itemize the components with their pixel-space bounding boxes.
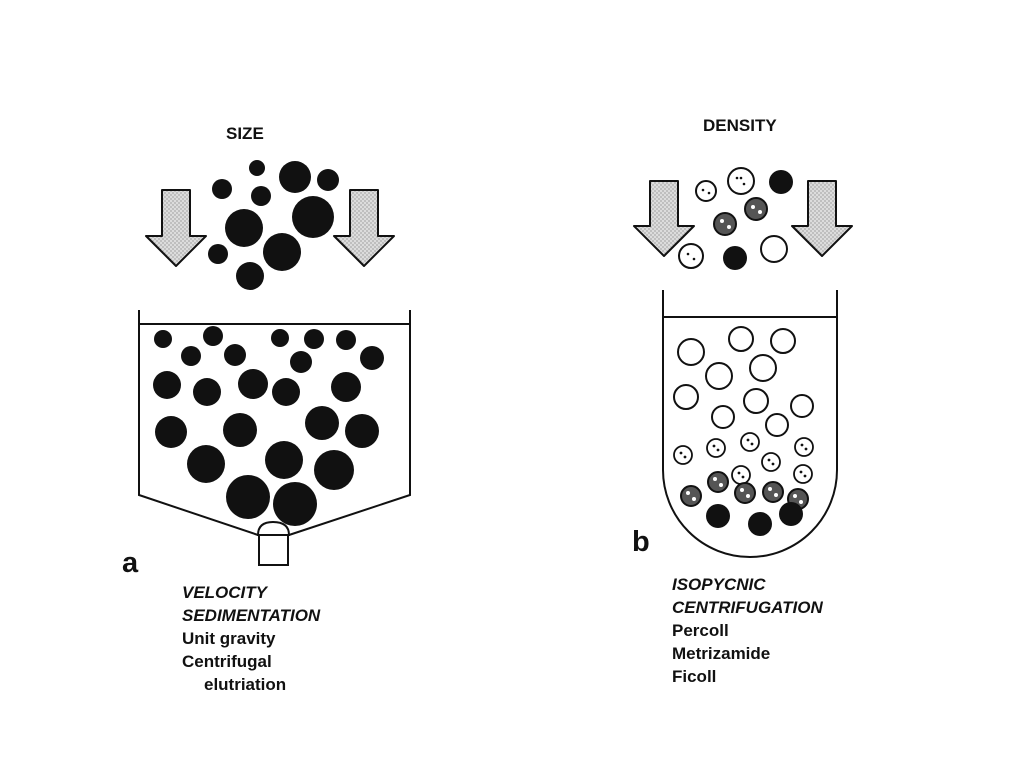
sedimentation-chamber <box>138 310 411 566</box>
panel-b-caption: ISOPYCNIC CENTRIFUGATION Percoll Metriza… <box>672 573 823 688</box>
panel-a-letter: a <box>122 547 139 579</box>
panel-a-sedimented-particles <box>153 326 384 526</box>
centrifuge-tube <box>662 290 838 558</box>
light-particle-dots <box>686 176 746 261</box>
panel-b-heading: DENSITY <box>703 116 777 135</box>
mottled-band-spots <box>686 477 803 504</box>
panel-a-heading: SIZE <box>226 124 264 143</box>
panel-b-diagram <box>633 167 853 558</box>
bottom-band-dense <box>706 502 803 536</box>
panel-b-method-title-line1: ISOPYCNIC <box>672 575 766 594</box>
panel-a-method-title-line2: SEDIMENTATION <box>182 606 321 625</box>
mottled-particles <box>713 197 768 236</box>
panel-b-banded-particles <box>673 326 814 536</box>
panel-a-caption: VELOCITY SEDIMENTATION Unit gravity Cent… <box>182 581 320 696</box>
panel-b-method-title-line2: CENTRIFUGATION <box>672 598 823 617</box>
panel-a-diagram <box>138 160 411 566</box>
panel-b-right-arrow <box>791 180 853 257</box>
outlet-port <box>256 520 291 566</box>
middle-band <box>673 432 814 485</box>
panel-a-method-title-line1: VELOCITY <box>182 583 268 602</box>
panel-b-method-item: Metrizamide <box>672 644 771 663</box>
top-band-light <box>673 326 814 437</box>
panel-a-input-particles <box>208 160 339 290</box>
dense-particles <box>723 170 793 270</box>
panel-b-left-arrow <box>633 180 695 257</box>
panel-b-method-item: Ficoll <box>672 667 717 686</box>
panel-a-method-item: elutriation <box>204 675 287 694</box>
panel-b-letter: b <box>632 526 650 558</box>
mottled-band <box>680 471 809 510</box>
panel-b-input-particles <box>678 167 793 270</box>
panel-a-method-item: Unit gravity <box>182 629 276 648</box>
panel-a-right-arrow <box>333 189 395 267</box>
panel-a-left-arrow <box>145 189 207 267</box>
middle-band-dots <box>679 438 808 479</box>
light-particles <box>678 167 788 269</box>
panel-b-method-item: Percoll <box>672 621 729 640</box>
panel-a-method-item: Centrifugal <box>182 652 272 671</box>
